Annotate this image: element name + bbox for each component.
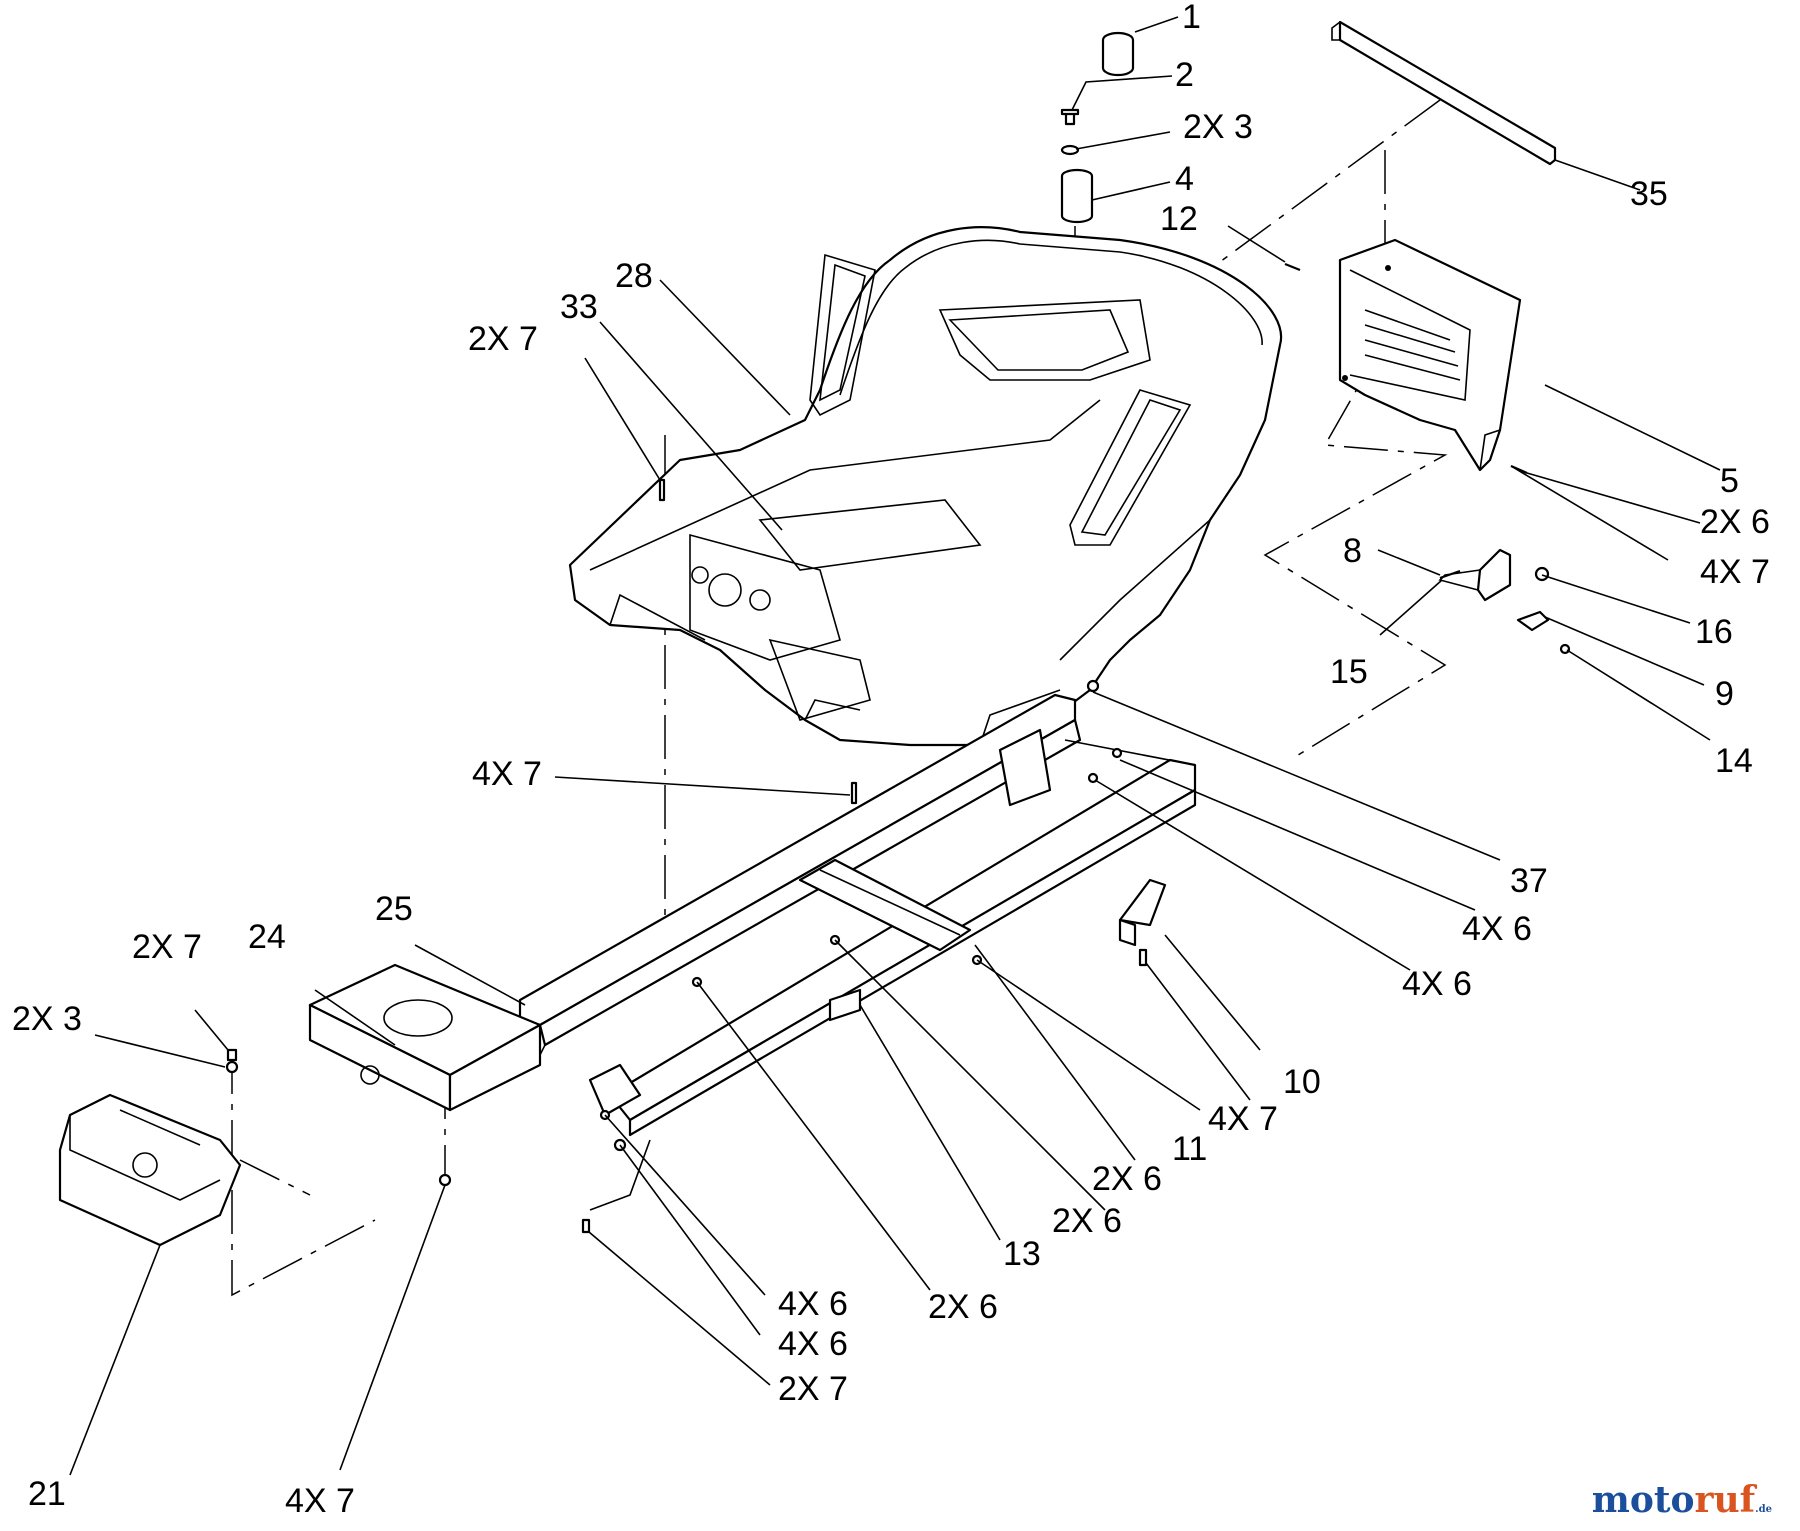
callout-16: 16 bbox=[1695, 613, 1733, 651]
callout-11: 11 bbox=[1172, 1130, 1207, 1168]
callout-4x6-c: 4X 6 bbox=[778, 1285, 848, 1323]
watermark-part-a: moto bbox=[1591, 1479, 1695, 1521]
part-28-fender bbox=[568, 226, 1283, 747]
callout-2x7-bottom: 2X 7 bbox=[778, 1370, 848, 1408]
part-16-nut bbox=[1534, 566, 1550, 582]
part-3-washer bbox=[1060, 144, 1080, 156]
callout-28: 28 bbox=[615, 257, 653, 295]
callout-37: 37 bbox=[1510, 862, 1548, 900]
callout-5: 5 bbox=[1720, 462, 1739, 500]
part-9-block bbox=[1516, 610, 1550, 632]
callout-4x7-mid: 4X 7 bbox=[472, 755, 542, 793]
callout-9: 9 bbox=[1715, 675, 1734, 713]
part-35-rear-rail bbox=[1331, 20, 1557, 166]
callout-4: 4 bbox=[1175, 160, 1194, 198]
callout-12: 12 bbox=[1160, 200, 1198, 238]
callout-4x7-bottom: 4X 7 bbox=[285, 1482, 355, 1520]
part-12-bolt bbox=[1284, 262, 1301, 272]
callout-2: 2 bbox=[1175, 56, 1194, 94]
callout-2x6-e: 2X 6 bbox=[928, 1288, 998, 1326]
callout-15: 15 bbox=[1330, 653, 1368, 691]
callout-33: 33 bbox=[560, 288, 598, 326]
callout-24: 24 bbox=[248, 918, 286, 956]
callout-25: 25 bbox=[375, 890, 413, 928]
part-14-nut bbox=[1559, 643, 1571, 655]
watermark-logo: motoruf.de bbox=[1592, 1479, 1772, 1521]
callout-2x7-top: 2X 7 bbox=[468, 320, 538, 358]
callout-4x7-c: 4X 7 bbox=[1208, 1100, 1278, 1138]
part-2-screw bbox=[1060, 108, 1080, 126]
callout-1: 1 bbox=[1182, 0, 1201, 36]
callout-4x6-d: 4X 6 bbox=[778, 1325, 848, 1363]
callout-13: 13 bbox=[1003, 1235, 1041, 1273]
callout-2x6-d: 2X 6 bbox=[1052, 1202, 1122, 1240]
callout-3: 2X 3 bbox=[1183, 108, 1253, 146]
callout-2x7-left: 2X 7 bbox=[132, 928, 202, 966]
fasteners bbox=[225, 478, 1148, 1234]
part-15-bolt bbox=[1439, 569, 1461, 580]
part-25-frame bbox=[518, 693, 1197, 1211]
callout-4x6-b: 4X 6 bbox=[1402, 965, 1472, 1003]
part-5-rear-shield bbox=[1338, 238, 1522, 472]
callout-4x7-right: 4X 7 bbox=[1700, 553, 1770, 591]
callout-4x6-a: 4X 6 bbox=[1462, 910, 1532, 948]
callout-2x6-right: 2X 6 bbox=[1700, 503, 1770, 541]
callout-10: 10 bbox=[1283, 1063, 1321, 1101]
callout-2x6-c: 2X 6 bbox=[1092, 1160, 1162, 1198]
part-1-knob bbox=[1101, 31, 1135, 77]
callout-35: 35 bbox=[1630, 175, 1668, 213]
callout-21: 21 bbox=[28, 1475, 66, 1513]
part-4-spacer bbox=[1060, 168, 1094, 224]
callout-14: 14 bbox=[1715, 742, 1753, 780]
callout-8: 8 bbox=[1343, 532, 1362, 570]
leader-lines bbox=[69, 16, 1721, 1476]
watermark-part-b: ruf bbox=[1694, 1479, 1756, 1521]
callout-labels: 1 2 2X 3 4 12 35 28 33 2X 7 5 2X 6 4X 7 … bbox=[12, 0, 1770, 1520]
part-21-front-shield bbox=[58, 1093, 242, 1247]
watermark-tld: .de bbox=[1755, 1504, 1772, 1515]
callout-2x3-left: 2X 3 bbox=[12, 1000, 82, 1038]
part-24-plate bbox=[308, 963, 542, 1112]
